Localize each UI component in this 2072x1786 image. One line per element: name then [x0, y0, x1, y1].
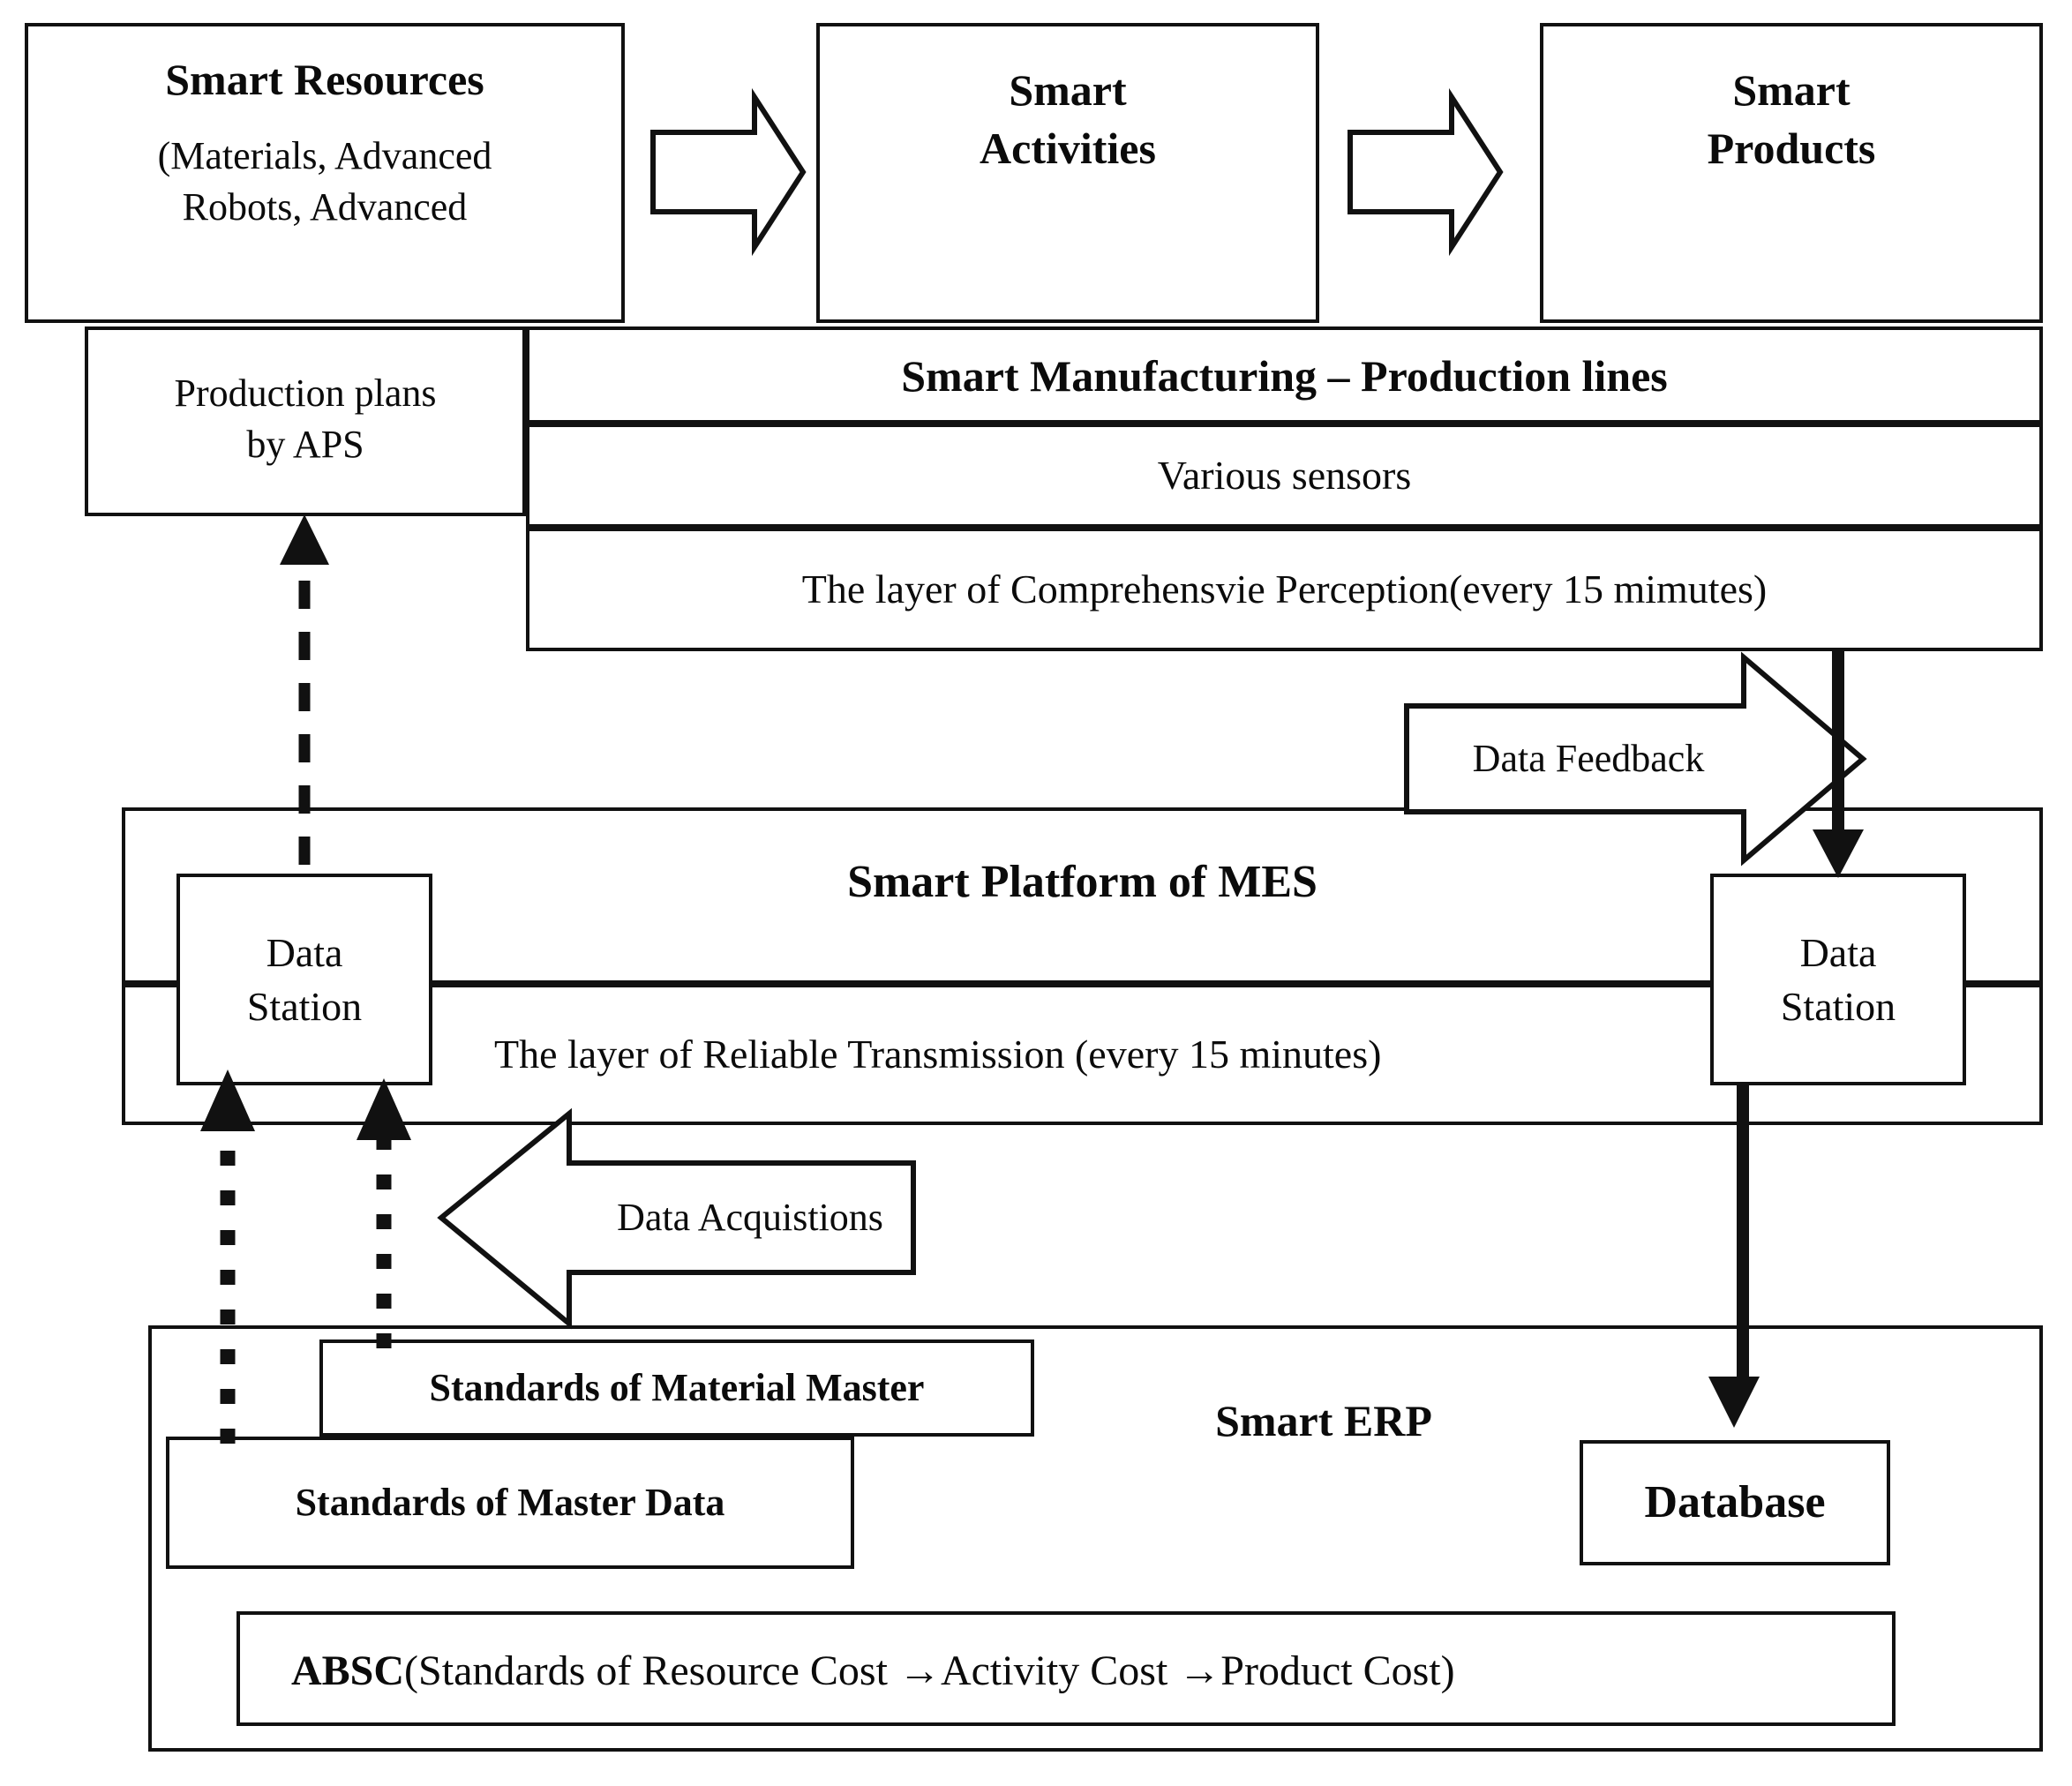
absc-label: ABSC (Standards of Resource Cost →Activi…	[291, 1631, 1880, 1710]
arrow-activities-to-products-icon	[1348, 87, 1504, 257]
smart-manufacturing-title-box	[526, 326, 2043, 424]
data-station-left-label: Data Station	[246, 929, 363, 1029]
data-station-right-label: Data Station	[1780, 929, 1896, 1029]
absc-box	[236, 1611, 1896, 1726]
smart-erp-title: Smart ERP	[1215, 1396, 1432, 1445]
smart-resources-box	[25, 23, 625, 323]
database-box	[1580, 1440, 1890, 1565]
comprehensive-perception-box	[526, 528, 2043, 651]
standards-material-master-box	[319, 1340, 1034, 1437]
data-station-right-box	[1710, 874, 1966, 1085]
data-acquisitions-label: Data Acquistions	[617, 1195, 883, 1239]
comprehensive-perception-label: The layer of Comprehensvie Perception(ev…	[801, 566, 1768, 612]
standards-material-master-label: Standards of Material Master	[429, 1365, 925, 1409]
smart-manufacturing-title: Smart Manufacturing – Production lines	[901, 351, 1668, 401]
standards-master-data-box	[166, 1437, 854, 1569]
standards-master-data-label: Standards of Master Data	[295, 1480, 725, 1524]
database-label: Database	[1644, 1476, 1826, 1527]
reliable-transmission-label: The layer of Reliable Transmission (ever…	[494, 1031, 1382, 1077]
smart-resources-heading: Smart Resources	[165, 55, 484, 104]
station-to-aps-arrowhead-icon	[280, 514, 329, 565]
various-sensors-box	[526, 424, 2043, 528]
production-plans-aps-label: Production plans by APS	[174, 371, 437, 466]
smart-products-box	[1540, 23, 2043, 323]
arrow-resources-to-activities-icon	[650, 87, 807, 257]
smart-activities-box	[816, 23, 1319, 323]
smart-activities-heading: Smart Activities	[980, 65, 1156, 173]
absc-detail: (Standards of Resource Cost →Activity Co…	[404, 1647, 1455, 1694]
data-station-left-box	[176, 874, 432, 1085]
various-sensors-label: Various sensors	[1157, 452, 1412, 498]
smart-resources-detail: (Materials, Advanced Robots, Advanced	[157, 133, 492, 229]
production-plans-aps-box	[85, 326, 526, 516]
smart-products-heading: Smart Products	[1707, 65, 1876, 173]
data-feedback-label: Data Feedback	[1472, 736, 1705, 780]
absc-acronym: ABSC	[291, 1647, 405, 1694]
smart-platform-mes-title: Smart Platform of MES	[847, 856, 1318, 907]
